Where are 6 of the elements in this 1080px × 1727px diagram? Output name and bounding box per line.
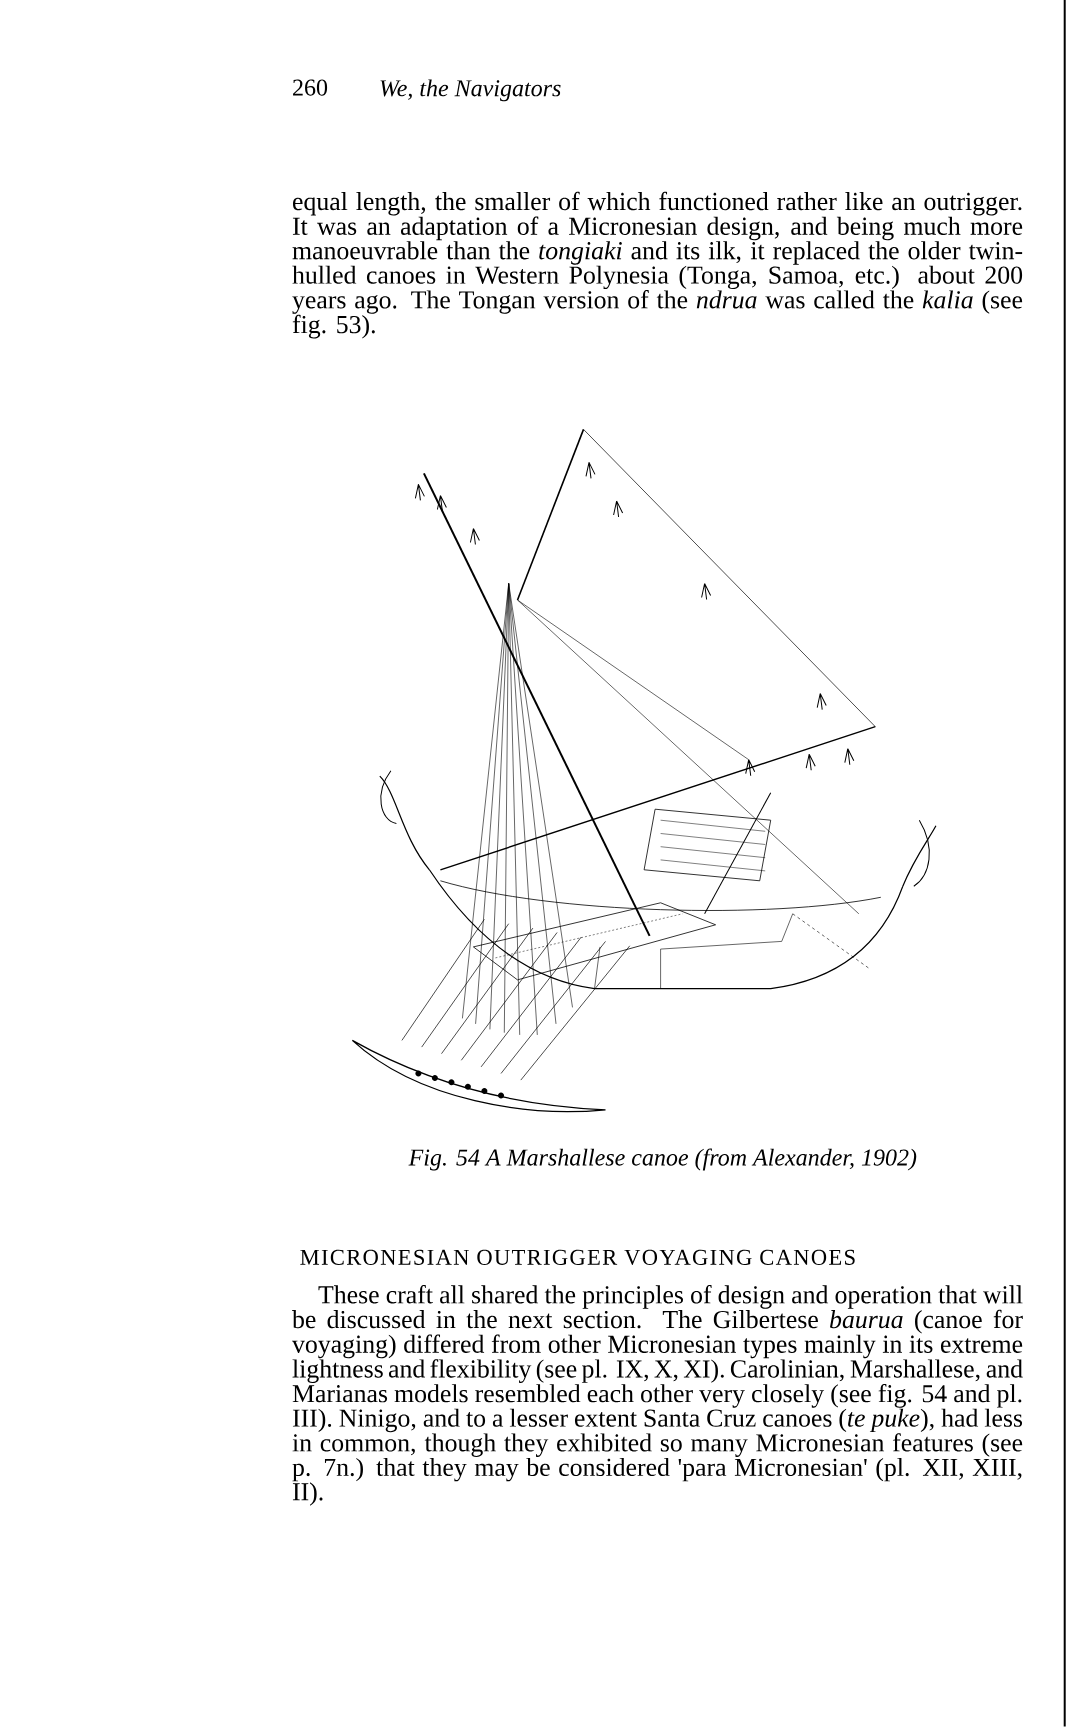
running-head: We, the Navigators — [380, 79, 561, 102]
body-text: equal length, the smaller of which functioned rather like an outrigger. It was an adaptation of a Micronesian design, and being much more manoeuvrable than the tongiaki and its ilk, it replaced the older twin-hulled canoes in Western Polynesia (Tonga, Samoa, etc.) about 200 years ago. The Tongan version of the ndrua was called the kalia (see fig. 53). — [292, 191, 1023, 339]
section-heading: MICRONESIAN OUTRIGGER VOYAGING CANOES — [300, 1249, 855, 1266]
page-number: 260 — [293, 79, 328, 96]
body-text: These craft all shared the principles of design and operation that will be discussed in the next section. The Gilbertese baurua (canoe for voyaging) differed from other Micronesian types mainly in its extreme lightness and flexibility (see pl. IX, X, XI). Carolinian, Marshallese, and Marianas models resembled each other very closely (see fig. 54 and pl. III). Ninigo, and to a lesser extent Santa Cruz canoes (te puke), had less in common, though they exhibited so many Micronesian features (see p. 7n.) that they may be considered 'para Micronesian' (pl. XII, XIII, II). — [292, 1285, 1023, 1506]
figure-caption: Fig. 54 A Marshallese canoe (from Alexander, 1902) — [408, 1148, 917, 1171]
